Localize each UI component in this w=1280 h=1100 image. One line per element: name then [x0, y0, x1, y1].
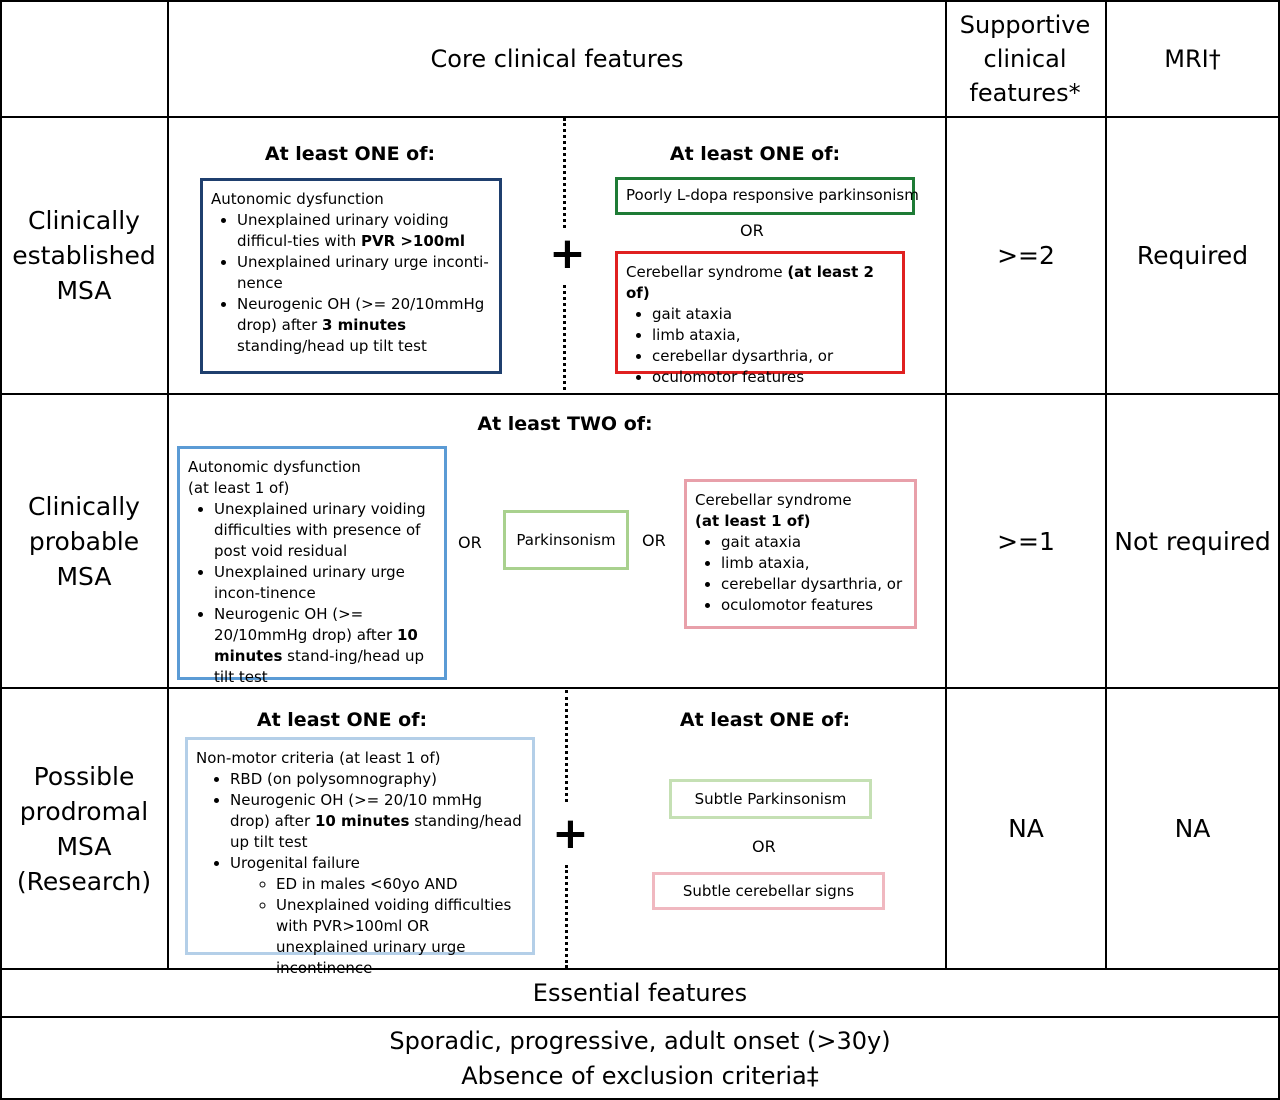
- list-item: limb ataxia,: [721, 553, 906, 574]
- grid-line: [0, 393, 1280, 395]
- grid-line: [1278, 0, 1280, 1100]
- box-title: Autonomic dysfunction: [211, 190, 384, 208]
- box-title: Cerebellar syndrome: [695, 491, 852, 509]
- established-cerebellar-box: Cerebellar syndrome (at least 2 of) gait…: [615, 251, 905, 386]
- box-title: Autonomic dysfunction: [188, 458, 361, 476]
- list-item: cerebellar dysarthria, or: [652, 346, 894, 367]
- divider-dotted-line: [565, 690, 568, 802]
- essential-title: Essential features: [532, 979, 748, 1007]
- grid-line: [167, 0, 169, 969]
- prodromal-supportive-value: NA: [1008, 814, 1044, 843]
- list-item: cerebellar dysarthria, or: [721, 574, 906, 595]
- list-item: Unexplained urinary voiding difficulties…: [214, 499, 436, 562]
- probable-supportive-value: >=1: [997, 526, 1055, 556]
- plus-sign: +: [549, 228, 586, 279]
- grid-line: [0, 687, 1280, 689]
- list-item: Unexplained urinary urge incon-tinence: [214, 562, 436, 604]
- probable-cerebellar-box: Cerebellar syndrome (at least 1 of) gait…: [684, 479, 917, 629]
- grid-line: [1105, 0, 1107, 969]
- grid-line: [0, 0, 2, 1100]
- established-left-heading: At least ONE of:: [264, 143, 436, 165]
- prodromal-cerebellar-box: Subtle cerebellar signs: [652, 872, 885, 910]
- row-label-established: Clinically established MSA: [12, 206, 156, 305]
- row-label-probable: Clinically probable MSA: [28, 491, 140, 591]
- list-item: oculomotor features: [721, 595, 906, 616]
- list-item: Neurogenic OH (>= 20/10mmHg drop) after …: [214, 604, 436, 688]
- probable-mri-value: Not required: [1114, 526, 1271, 556]
- grid-line: [0, 116, 1280, 118]
- list-item: Neurogenic OH (>= 20/10mmHg drop) after …: [237, 294, 491, 357]
- list-item: limb ataxia,: [652, 325, 894, 346]
- probable-parkinsonism-box: Parkinsonism: [503, 510, 629, 570]
- or-label: OR: [740, 221, 764, 240]
- established-right-heading: At least ONE of:: [669, 143, 841, 165]
- list-item: oculomotor features: [652, 367, 894, 388]
- essential-line-1: Sporadic, progressive, adult onset (>30y…: [389, 1027, 891, 1055]
- prodromal-nonmotor-box: Non-motor criteria (at least 1 of) RBD (…: [185, 737, 535, 977]
- list-item: Neurogenic OH (>= 20/10 mmHg drop) after…: [230, 790, 524, 853]
- grid-line: [945, 0, 947, 969]
- grid-line: [0, 0, 1280, 2]
- prodromal-left-heading: At least ONE of:: [256, 709, 428, 731]
- list-item: gait ataxia: [721, 532, 906, 553]
- grid-line: [0, 968, 1280, 970]
- divider-dotted-line: [563, 285, 566, 390]
- established-supportive-value: >=2: [997, 241, 1055, 270]
- box-subtitle: (at least 1 of): [188, 479, 290, 497]
- list-item: Unexplained urinary urge inconti-nence: [237, 252, 491, 294]
- row-label-prodromal: Possible prodromal MSA (Research): [16, 761, 152, 896]
- established-autonomic-box: Autonomic dysfunction Unexplained urinar…: [200, 178, 502, 374]
- list-item: Urogenital failure ED in males <60yo AND…: [230, 853, 524, 979]
- box-subtitle: (at least 1 of): [695, 512, 811, 530]
- list-item: RBD (on polysomnography): [230, 769, 524, 790]
- list-item: Unexplained voiding difficulties with PV…: [276, 895, 524, 979]
- or-label: OR: [458, 533, 482, 552]
- list-item: gait ataxia: [652, 304, 894, 325]
- established-parkinsonism-box: Poorly L-dopa responsive parkinsonism: [615, 177, 919, 215]
- grid-line: [0, 1098, 1280, 1100]
- or-label: OR: [752, 837, 776, 856]
- probable-autonomic-box: Autonomic dysfunction (at least 1 of) Un…: [177, 446, 447, 686]
- divider-dotted-line: [563, 118, 566, 228]
- established-mri-value: Required: [1136, 241, 1249, 270]
- grid-line: [0, 1016, 1280, 1018]
- header-core: Core clinical features: [430, 45, 684, 73]
- divider-dotted-line: [565, 865, 568, 968]
- list-item: Unexplained urinary voiding difficul-tie…: [237, 210, 491, 252]
- prodromal-right-heading: At least ONE of:: [679, 709, 851, 731]
- list-item: ED in males <60yo AND: [276, 874, 524, 895]
- prodromal-parkinsonism-box: Subtle Parkinsonism: [669, 779, 872, 819]
- box-title: Non-motor criteria (at least 1 of): [196, 749, 441, 767]
- header-mri: MRI†: [1164, 45, 1221, 73]
- prodromal-mri-value: NA: [1174, 814, 1211, 843]
- box-title: Cerebellar syndrome (at least 2 of): [626, 263, 874, 302]
- essential-line-2: Absence of exclusion criteria‡: [461, 1062, 819, 1090]
- header-supportive: Supportive clinical features*: [959, 11, 1091, 107]
- or-label: OR: [642, 531, 666, 550]
- probable-heading: At least TWO of:: [477, 413, 653, 435]
- plus-sign: +: [552, 808, 589, 859]
